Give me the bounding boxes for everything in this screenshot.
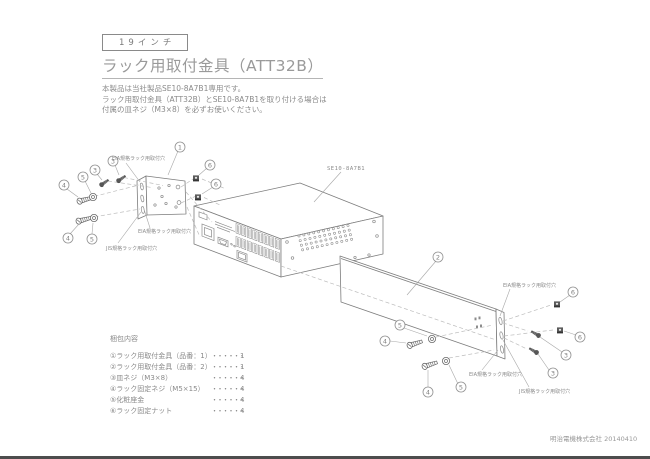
item-quantity: 4	[240, 373, 245, 382]
callout-4: 4	[383, 337, 387, 345]
callout-5: 5	[81, 173, 85, 181]
packing-item: ⑤化粧座金 ・・・・・・ 4	[110, 394, 246, 405]
item-number: ②	[110, 362, 117, 371]
leader-dots: ・・・・・・	[211, 373, 246, 382]
callout-3: 3	[111, 157, 115, 165]
rack-screw	[405, 338, 424, 350]
flat-screw	[115, 173, 128, 185]
packing-item: ①ラック用取付金具（品番：1） ・・・・・・ 1	[110, 350, 246, 361]
item-name: ラック固定ナット	[116, 406, 173, 415]
page-title: ラック用取付金具（ATT32B）	[102, 54, 324, 79]
item-quantity: 1	[240, 351, 245, 360]
item-name: ラック固定ネジ（M5×15）	[116, 384, 205, 393]
packing-item: ④ラック固定ネジ（M5×15） ・・・・・・ 4	[110, 383, 246, 394]
item-number: ④	[110, 384, 117, 393]
callout-6: 6	[208, 161, 212, 169]
header: 19インチ ラック用取付金具（ATT32B） 本製品は当社製品SE10-8A7B…	[102, 30, 327, 116]
callouts: 1 2 3 3 3 3 4 4 4	[58, 141, 586, 398]
flat-screw	[529, 328, 542, 339]
vent-holes	[297, 224, 354, 252]
callout-5: 5	[398, 321, 402, 329]
leader-dots: ・・・・・・	[211, 351, 246, 360]
item-name: 皿ネジ（M3×8）	[116, 373, 173, 382]
bracket-left	[136, 175, 187, 220]
description-line: ラック用取付金具（ATT32B）とSE10-8A7B1を取り付ける場合は	[102, 94, 327, 104]
item-number: ③	[110, 373, 117, 382]
item-number: ⑤	[110, 395, 117, 404]
callout-2: 2	[436, 253, 440, 261]
leader-dots: ・・・・・・	[211, 384, 246, 393]
callout-4: 4	[426, 388, 430, 396]
jis-hole-label: JIS規格ラック用取付穴	[518, 388, 570, 395]
callout-6: 6	[571, 288, 575, 296]
item-quantity: 4	[240, 406, 245, 415]
item-quantity: 1	[240, 362, 245, 371]
rack-nut	[193, 175, 199, 182]
rack-nut	[554, 301, 560, 308]
device-model-label: SE10-8A7B1	[327, 166, 365, 172]
washer	[441, 356, 451, 366]
item-name: 化粧座金	[116, 395, 145, 404]
washer	[90, 213, 98, 223]
item-quantity: 4	[240, 395, 245, 404]
callout-3: 3	[93, 166, 97, 174]
eia-hole-label: EIA規格ラック用取付穴	[138, 228, 191, 235]
rack-nut	[195, 194, 201, 201]
callout-5: 5	[459, 383, 463, 391]
washer	[427, 334, 437, 344]
item-name: ラック用取付金具（品番：1）	[116, 351, 212, 360]
item-quantity: 4	[240, 384, 245, 393]
company-name: 明治電機株式会社	[550, 435, 602, 443]
packing-item: ⑥ラック固定ナット ・・・・・・ 4	[110, 405, 246, 416]
rack-screw	[420, 359, 439, 371]
item-number: ⑥	[110, 406, 117, 415]
packing-list: 梱包内容 ①ラック用取付金具（品番：1） ・・・・・・ 1 ②ラック用取付金具（…	[110, 334, 246, 416]
callout-4: 4	[62, 181, 66, 189]
callout-3: 3	[564, 351, 568, 359]
device-se10-8a7b1	[193, 182, 384, 278]
footer: 明治電機株式会社 20140410	[550, 433, 637, 443]
eia-hole-label: EIA規格ラック用取付穴	[503, 282, 556, 289]
description-line: 付属の皿ネジ（M3×8）を必ずお使いください。	[102, 105, 267, 114]
front-panel	[198, 211, 280, 263]
packing-item: ③皿ネジ（M3×8） ・・・・・・ 4	[110, 372, 246, 383]
leader-dots: ・・・・・・	[211, 395, 246, 404]
washer	[89, 192, 97, 202]
packing-item: ②ラック用取付金具（品番：2） ・・・・・・ 1	[110, 361, 246, 372]
packing-list-heading: 梱包内容	[110, 335, 138, 343]
callout-6: 6	[214, 180, 218, 188]
rack-nut	[557, 327, 563, 334]
item-name: ラック用取付金具（品番：2）	[116, 362, 212, 371]
stamp-marks	[474, 316, 482, 329]
flat-screw	[98, 177, 111, 189]
description: 本製品は当社製品SE10-8A7B1専用です。 ラック用取付金具（ATT32B）…	[102, 84, 327, 116]
size-tag: 19インチ	[102, 34, 189, 51]
leader-dots: ・・・・・・	[211, 406, 246, 415]
callout-1: 1	[178, 143, 182, 151]
leader-dots: ・・・・・・	[211, 362, 246, 371]
callout-6: 6	[578, 333, 582, 341]
projection-lines	[87, 177, 554, 359]
rack-screw	[74, 214, 93, 226]
jis-hole-label: JIS規格ラック用取付穴	[105, 245, 157, 252]
eia-hole-label: EIA規格ラック用取付穴	[112, 155, 165, 162]
bracket-right	[339, 255, 506, 360]
callout-4: 4	[66, 234, 70, 242]
diagram-labels: SE10-8A7B1 EIA規格ラック用取付穴 EIA規格ラック用取付穴 JIS…	[105, 155, 570, 395]
flat-screw	[527, 345, 540, 356]
callout-3: 3	[551, 369, 555, 377]
eia-hole-label: EIA規格ラック用取付穴	[469, 371, 522, 378]
document-date: 20140410	[604, 435, 638, 443]
item-number: ①	[110, 351, 117, 360]
callout-5: 5	[90, 235, 94, 243]
description-line: 本製品は当社製品SE10-8A7B1専用です。	[102, 84, 246, 93]
